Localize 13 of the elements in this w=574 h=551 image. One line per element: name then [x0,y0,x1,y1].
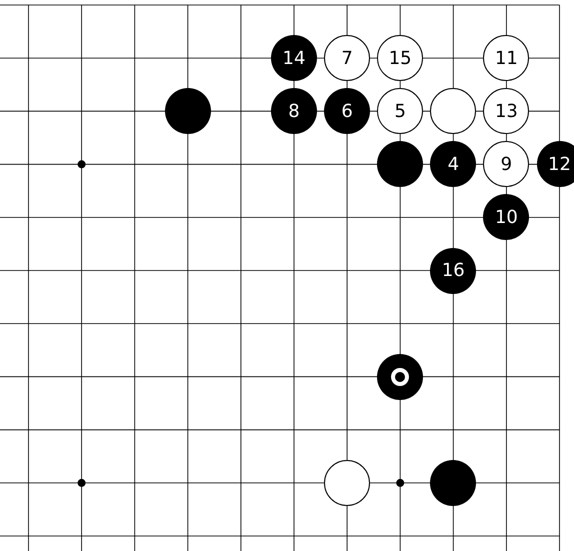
go-stone: 4 [430,141,476,188]
go-stone: 8 [271,88,317,134]
go-stone: 12 [536,141,574,188]
go-stone: 5 [377,88,424,134]
go-stone: 9 [483,141,530,188]
go-stone: 13 [483,88,530,134]
go-stone: 7 [324,35,370,82]
go-stone: 14 [271,35,317,82]
go-stone: 6 [324,88,370,134]
go-stone: 16 [430,248,476,294]
go-stone: 15 [377,35,424,82]
go-stone: 10 [483,194,530,240]
go-stone: 11 [483,35,530,82]
